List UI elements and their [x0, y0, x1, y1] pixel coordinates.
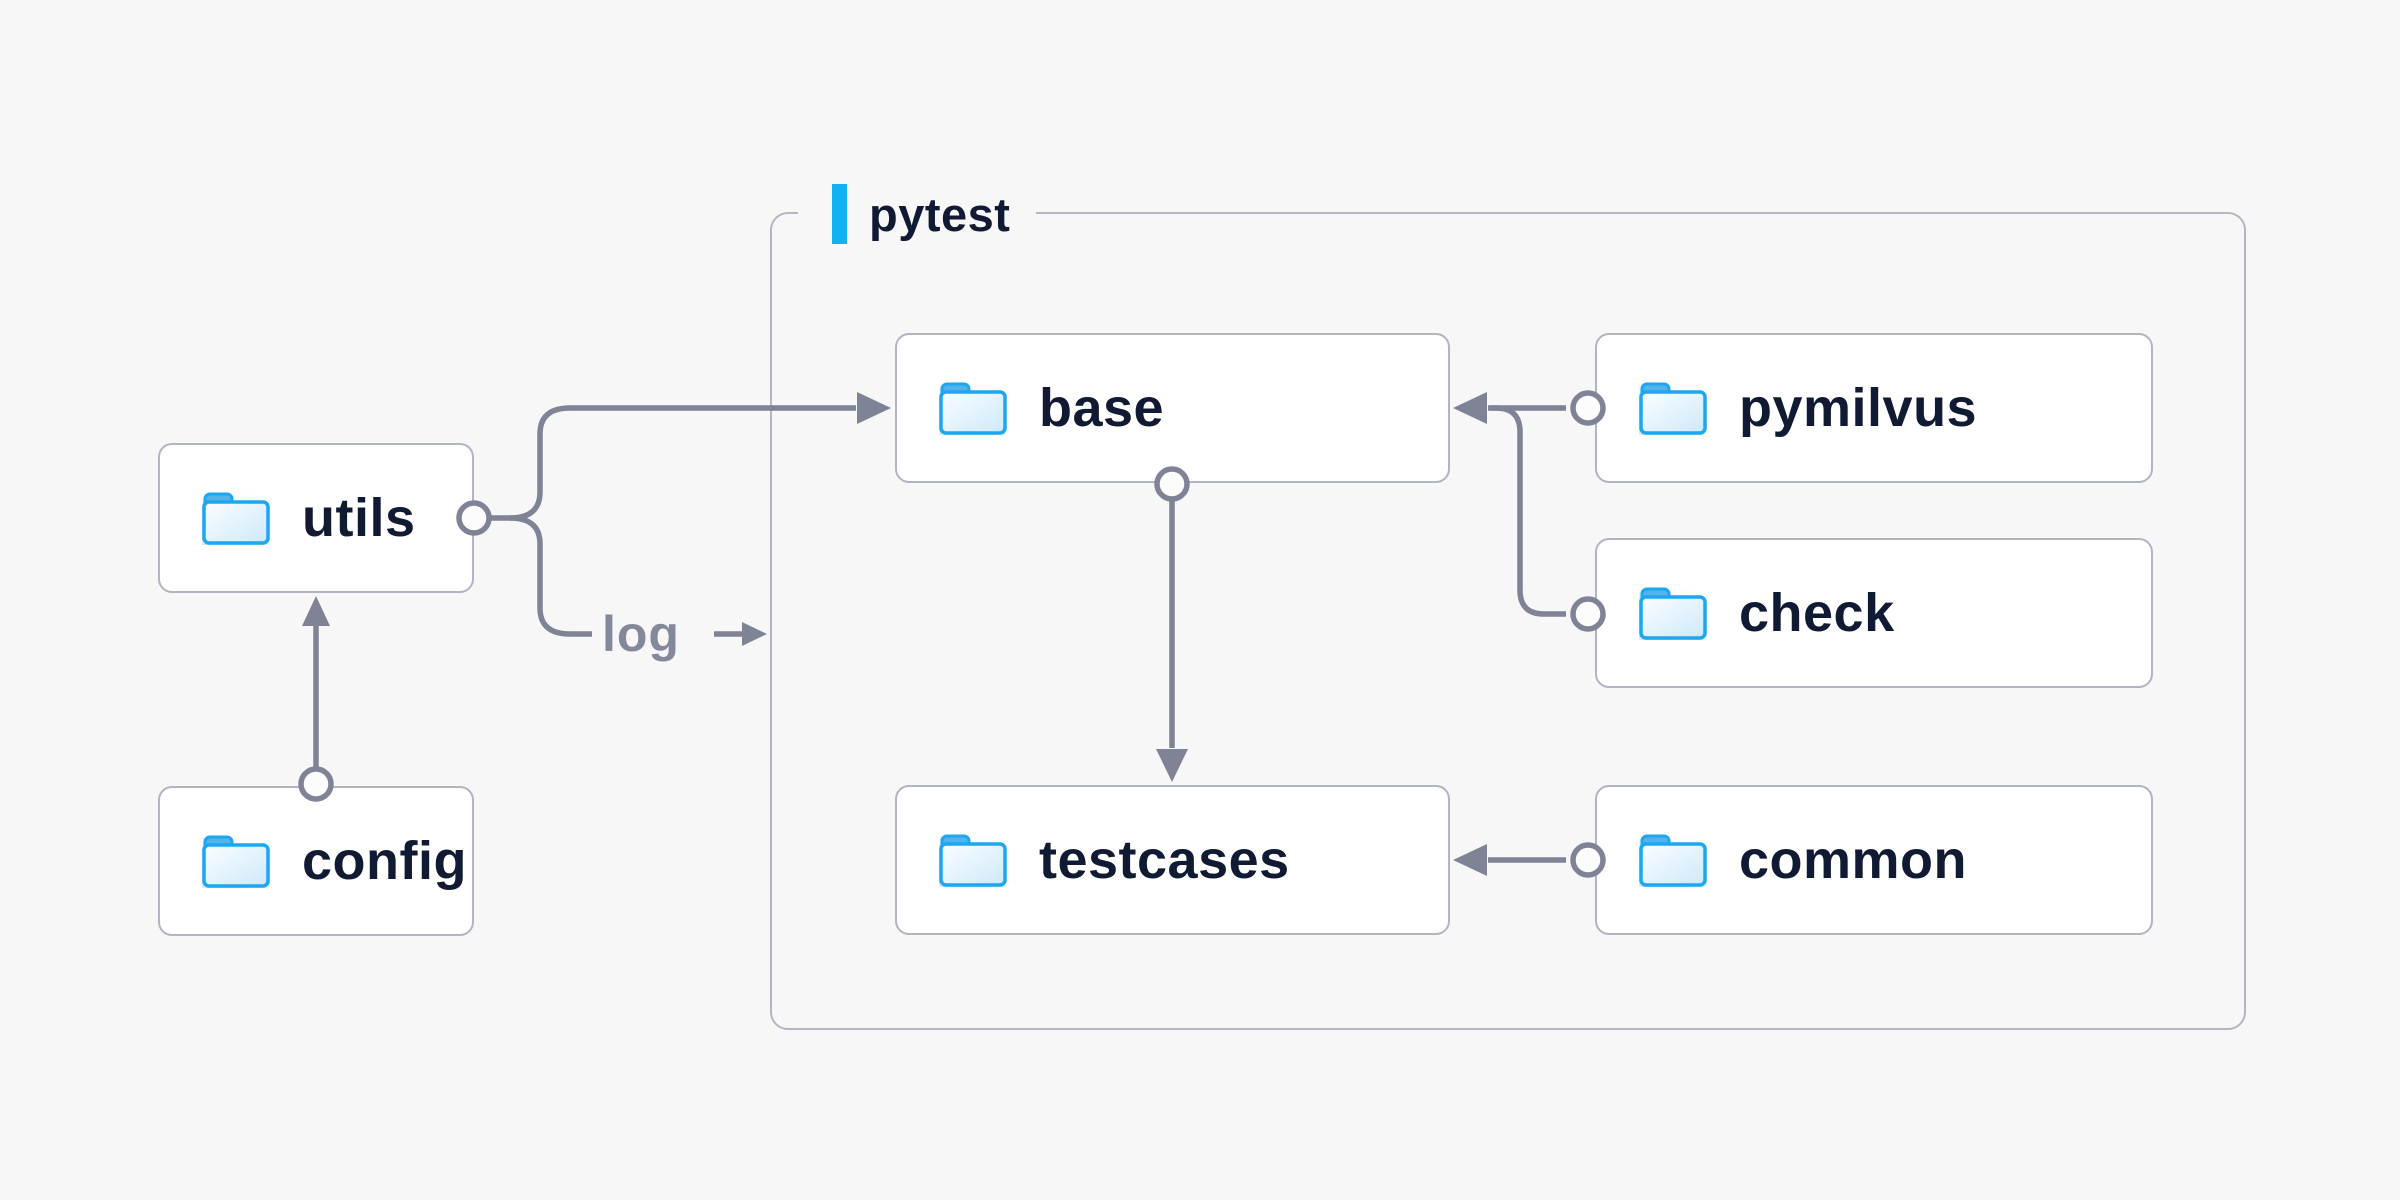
node-config: config [158, 786, 474, 936]
folder-icon [939, 834, 1007, 887]
folder-icon [939, 382, 1007, 435]
node-label: pymilvus [1739, 378, 1978, 438]
edge-label-log: log [602, 606, 680, 662]
edge-config-utils [298, 596, 334, 802]
node-testcases: testcases [895, 785, 1450, 935]
pytest-container-label: pytest [798, 183, 1037, 245]
node-label: check [1739, 583, 1895, 643]
pytest-container [770, 212, 2246, 1030]
node-label: utils [302, 488, 416, 548]
node-check: check [1595, 538, 2153, 688]
node-utils: utils [158, 443, 474, 593]
node-common: common [1595, 785, 2153, 935]
node-base: base [895, 333, 1450, 483]
node-label: common [1739, 830, 1968, 890]
accent-bar [832, 184, 847, 244]
pytest-container-title: pytest [869, 187, 1011, 241]
node-label: testcases [1039, 830, 1290, 890]
node-pymilvus: pymilvus [1595, 333, 2153, 483]
folder-icon [1639, 587, 1707, 640]
node-label: base [1039, 378, 1165, 438]
folder-icon [202, 492, 270, 545]
folder-icon [1639, 382, 1707, 435]
folder-icon [1639, 834, 1707, 887]
node-label: config [302, 831, 467, 891]
folder-icon [202, 835, 270, 888]
